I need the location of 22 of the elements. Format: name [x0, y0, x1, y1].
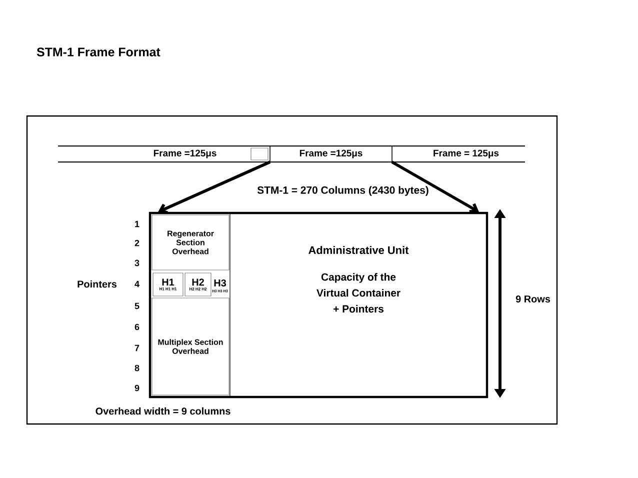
row-number: 6: [134, 324, 140, 330]
row-number: 3: [134, 260, 140, 266]
row-number: 7: [134, 344, 140, 352]
label: STM-1 = 270 Columns (2430 bytes): [257, 186, 428, 196]
payload-box: Administrative Unit Capacity of the Virtual Container + Pointers: [230, 212, 488, 398]
frame-box: Frame =125μs: [270, 146, 392, 162]
row-number: 9: [134, 384, 140, 392]
frame-label: Frame =125μs: [154, 150, 216, 158]
row-number: 2: [134, 240, 140, 246]
label: Overhead width = 9 columns: [96, 407, 230, 415]
title: STM-1 Frame Format: [36, 48, 160, 56]
label: Pointers: [78, 280, 117, 288]
row-number: 8: [134, 364, 140, 372]
frame-structure-box: [148, 212, 488, 398]
arrow: [158, 160, 271, 214]
label: 9 Rows: [516, 295, 550, 303]
label: H3: [214, 279, 226, 287]
row-number: 4: [134, 280, 140, 288]
arrow: [391, 160, 479, 214]
frame-label: Frame = 125μs: [434, 150, 499, 158]
row-number: 5: [134, 302, 140, 310]
row-number: 1: [135, 220, 140, 228]
